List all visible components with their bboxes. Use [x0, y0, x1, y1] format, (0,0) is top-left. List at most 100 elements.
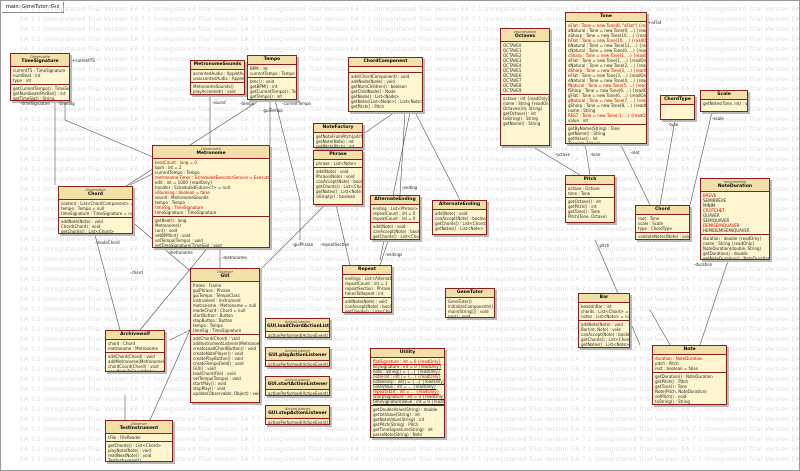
association-lines	[54, 95, 736, 420]
class-genetutor[interactable]: GeneTutor GeneTutor()initializeComponent…	[445, 288, 495, 318]
class-member: setCurrentTempo() : void	[250, 99, 294, 100]
class-alternateending[interactable]: AlternateEnding ending : List<Phrase>rep…	[370, 195, 420, 240]
class-member: getPitch() : Pitch	[351, 104, 385, 109]
class-member: getIntValue(String) : int	[373, 412, 420, 417]
class-member: setBPM(int) : void	[155, 233, 191, 238]
class-member: canAccept(Note) : boolean	[316, 179, 362, 184]
class-member: canAccept(Note) : boolean	[435, 216, 487, 221]
assoc-scale-chord2	[689, 111, 713, 206]
class-loadchord-listener[interactable]: ActionListenerGUI.loadChordActionListene…	[265, 318, 330, 338]
class-metronomesounds[interactable]: MetronomeSounds accentedAudio : AppletAu…	[190, 60, 245, 95]
class-member: getNoteFromPitch(pitch) : Pitch	[316, 134, 363, 139]
class-member: toString() : String	[655, 399, 690, 404]
class-member: flatSignature : int = 0 {readOnly}	[373, 359, 441, 364]
operations: getCurrentTempo() : TimeSignaturegetNumb…	[11, 85, 69, 100]
assoc-gui-archive	[169, 329, 191, 341]
class-member: stopButton : Button	[193, 318, 233, 323]
class-member: getNoteDuration() : NoteDuration	[703, 256, 770, 260]
class-member: beatsInBar : int	[581, 304, 612, 309]
class-member: toString() : String	[503, 116, 538, 121]
class-member: timeSignature : TimeSignature = null	[61, 211, 133, 216]
class-scale[interactable]: Scale getNotes(Tone, int) : void	[700, 90, 748, 112]
class-member: getNotes() : List<Note>	[435, 226, 484, 231]
class-member: chord : Chord	[108, 341, 136, 346]
class-member: add(ChordComponent) : void	[351, 74, 410, 79]
class-member: getNotes(List<Node>) : List<Note>	[351, 99, 423, 104]
class-member: createLoadChordButton() : void	[193, 346, 257, 351]
class-member: BPM : int	[250, 66, 268, 71]
class-member: MetronomeSounds()	[193, 84, 234, 89]
class-member: getChords() : List<Chord>	[373, 234, 419, 239]
class-member: run() : void	[155, 228, 178, 233]
class-member: cSharp : Tone = new Tone(1, ...) {readOn…	[568, 53, 646, 58]
class-member: getNumChildren() : boolean	[351, 84, 407, 89]
class-member: metronome-Timer : ScheduledExecutorServi…	[155, 175, 270, 180]
class-member: bmc() : void	[250, 79, 275, 84]
class-member: timesToRepeat : int	[345, 291, 384, 296]
class-phrase[interactable]: Phrase phrase : List<Note> add(Note) : v…	[313, 150, 363, 205]
class-member: OCTAVE6	[503, 73, 522, 78]
class-member: octave : Octave	[568, 186, 600, 191]
class-member: setPitch() : void	[655, 394, 687, 399]
class-member: getPitch() : int	[568, 204, 597, 209]
class-member: SEMIBREVE	[703, 198, 727, 203]
class-member: OCTAVE8	[503, 83, 522, 88]
class-member: MINIM	[703, 203, 716, 208]
label-ts-timesig: -timeSig	[58, 101, 75, 106]
class-repeat[interactable]: Repeat endings : List<AlternateEnding>re…	[342, 265, 392, 313]
class-chordtype[interactable]: ChordType	[660, 95, 695, 120]
class-member: aNatural : Tone = new Tone(9, ...) {read…	[568, 28, 647, 33]
label-modechord: -modeChord	[95, 240, 120, 245]
class-member: QUAVER	[703, 213, 720, 218]
class-member: getNotes() : List<Note>	[373, 239, 417, 240]
class-member: parseNote(String) : Note	[373, 432, 423, 437]
class-notefactory[interactable]: NoteFactory getNoteFromPitch(pitch) : Pi…	[313, 123, 363, 148]
class-tone[interactable]: Tone aFlat : Tone = new Tone(8, "aFlat")…	[565, 12, 647, 144]
class-member: fNatural : Tone = new Tone(5, ...) {read…	[568, 83, 647, 88]
class-utility[interactable]: Utility flatSignature : int = 0 {readOnl…	[370, 348, 445, 438]
class-member: getByName(String) : Tone	[568, 126, 620, 131]
class-member: handler : ScheduledFuture<?> = null	[155, 185, 230, 190]
class-member: pitch : Pitch	[655, 361, 679, 366]
label-guiphrase: -guiPhrase	[292, 242, 314, 247]
class-chordcomponent[interactable]: ChordComponent add(ChordComponent) : voi…	[348, 57, 423, 112]
class-member: guiTempo : TempoClass	[193, 293, 240, 298]
class-member: currentTempo : Tempo	[155, 170, 200, 175]
class-member: getCurrentTempo() : Tempo	[250, 89, 296, 94]
class-member: createPlayButton() : void	[193, 356, 243, 361]
class-member: getValue() : int	[568, 136, 598, 141]
class-member: getChildNode() : Node	[351, 89, 396, 94]
class-member: OCTAVE9	[503, 88, 522, 93]
class-member: timeSignature : TimeSignature	[155, 210, 217, 215]
assoc-tempo-gui	[274, 99, 301, 240]
class-member: Tone(int, String)	[568, 141, 601, 144]
class-member: Phrase(Note) : void	[316, 174, 355, 179]
class-member: getName() : String	[568, 131, 606, 136]
label-metronome2: -metronome	[222, 255, 247, 260]
class-member: setTempo(Tempo) : void	[155, 238, 203, 243]
class-member: notes : List<Note> = null	[581, 314, 630, 319]
class-member: addNote(Note) : void	[345, 299, 387, 304]
class-member: sharpSignature : int = 0 {readOnly}	[373, 394, 445, 399]
class-member: chords : List<Chord> = null	[581, 309, 629, 314]
class-member: timeSig : TimeSignature	[193, 328, 242, 333]
